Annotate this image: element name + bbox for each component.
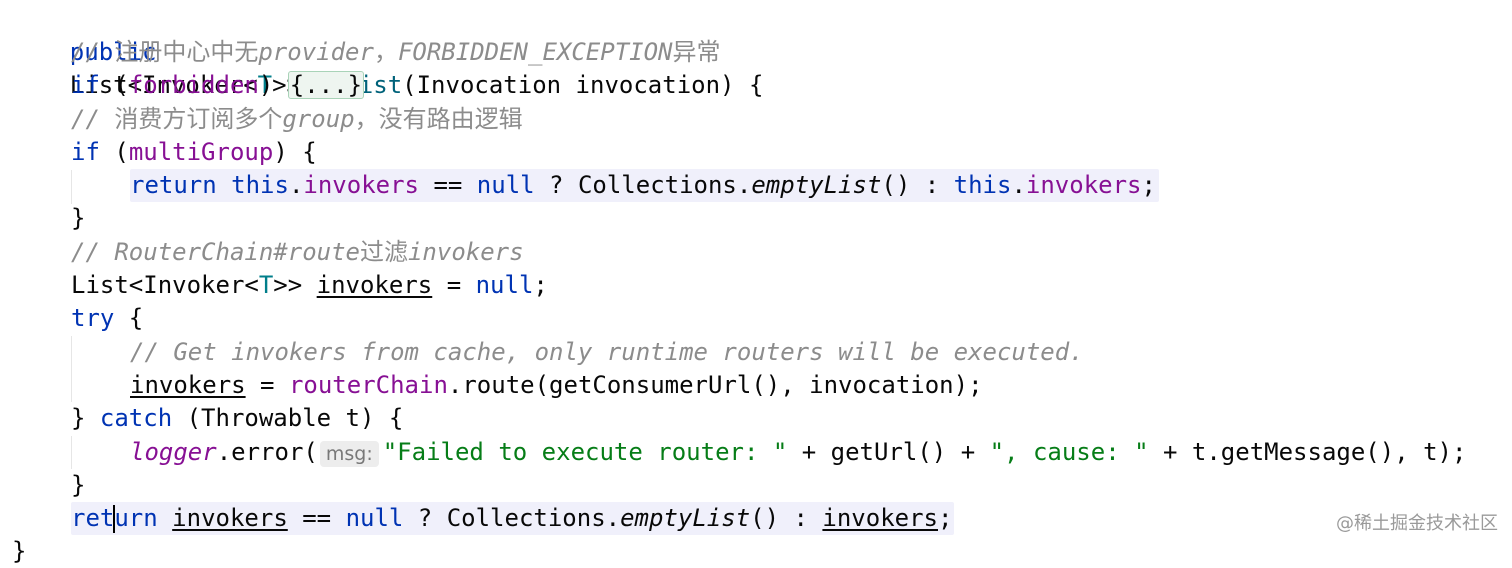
code-line-1[interactable]: public List<Invoker<T>> doList(Invocatio…: [12, 3, 764, 99]
code-line-6-highlighted[interactable]: return this.invokers == null ? Collectio…: [130, 169, 1159, 202]
code-line-4-comment[interactable]: // 消费方订阅多个group，没有路由逻辑: [71, 105, 523, 133]
indent-guide: [71, 436, 72, 469]
code-line-12[interactable]: invokers = routerChain.route(getConsumer…: [130, 371, 983, 399]
keyword-return: return: [130, 171, 217, 199]
local-var-invokers: invokers: [316, 271, 433, 299]
keyword-public: public: [69, 38, 157, 66]
string-literal: ", cause: ": [989, 438, 1149, 466]
code-line-14[interactable]: logger.error(msg:"Failed to execute rout…: [130, 438, 1467, 467]
local-var-invokers: invokers: [130, 371, 246, 399]
code-line-8-comment[interactable]: // RouterChain#route过滤invokers: [71, 238, 524, 266]
method-params: (Invocation invocation) {: [402, 71, 764, 99]
code-line-16-current[interactable]: return invokers == null ? Collections.em…: [71, 502, 955, 535]
field-forbidden: forbidden: [128, 71, 259, 99]
text-caret: [113, 505, 116, 533]
keyword-try: try: [71, 304, 115, 332]
watermark: @稀土掘金技术社区: [1336, 513, 1498, 534]
code-line-13[interactable]: } catch (Throwable t) {: [71, 404, 404, 432]
method-emptylist: emptyList: [751, 171, 882, 199]
code-line-2-comment[interactable]: // 注册中心中无provider，FORBIDDEN_EXCEPTION异常: [71, 38, 721, 66]
keyword-if: if: [71, 71, 100, 99]
method-emptylist: emptyList: [620, 504, 751, 532]
indent-guide: [71, 170, 72, 204]
field-multigroup: multiGroup: [128, 138, 274, 166]
keyword-catch: catch: [99, 404, 173, 432]
folded-code-block[interactable]: {...}: [287, 71, 365, 99]
code-line-9[interactable]: List<Invoker<T>> invokers = null;: [71, 271, 548, 299]
indent-guide: [71, 336, 72, 402]
local-var-invokers: invokers: [172, 504, 288, 532]
string-literal: "Failed to execute router: ": [382, 438, 788, 466]
code-line-10[interactable]: try {: [71, 304, 144, 332]
param-hint-msg: msg:: [319, 441, 379, 467]
code-line-17[interactable]: }: [12, 537, 27, 565]
field-logger: logger: [130, 438, 217, 466]
field-routerchain: routerChain: [288, 371, 448, 399]
keyword-if: if: [71, 138, 100, 166]
field-invokers: invokers: [303, 171, 419, 199]
code-line-7[interactable]: }: [71, 204, 86, 232]
code-line-5[interactable]: if (multiGroup) {: [71, 138, 317, 166]
code-line-11-comment[interactable]: // Get invokers from cache, only runtime…: [130, 338, 1084, 366]
code-line-3[interactable]: if (forbidden) {...}: [71, 71, 365, 99]
code-line-15[interactable]: }: [71, 471, 86, 499]
